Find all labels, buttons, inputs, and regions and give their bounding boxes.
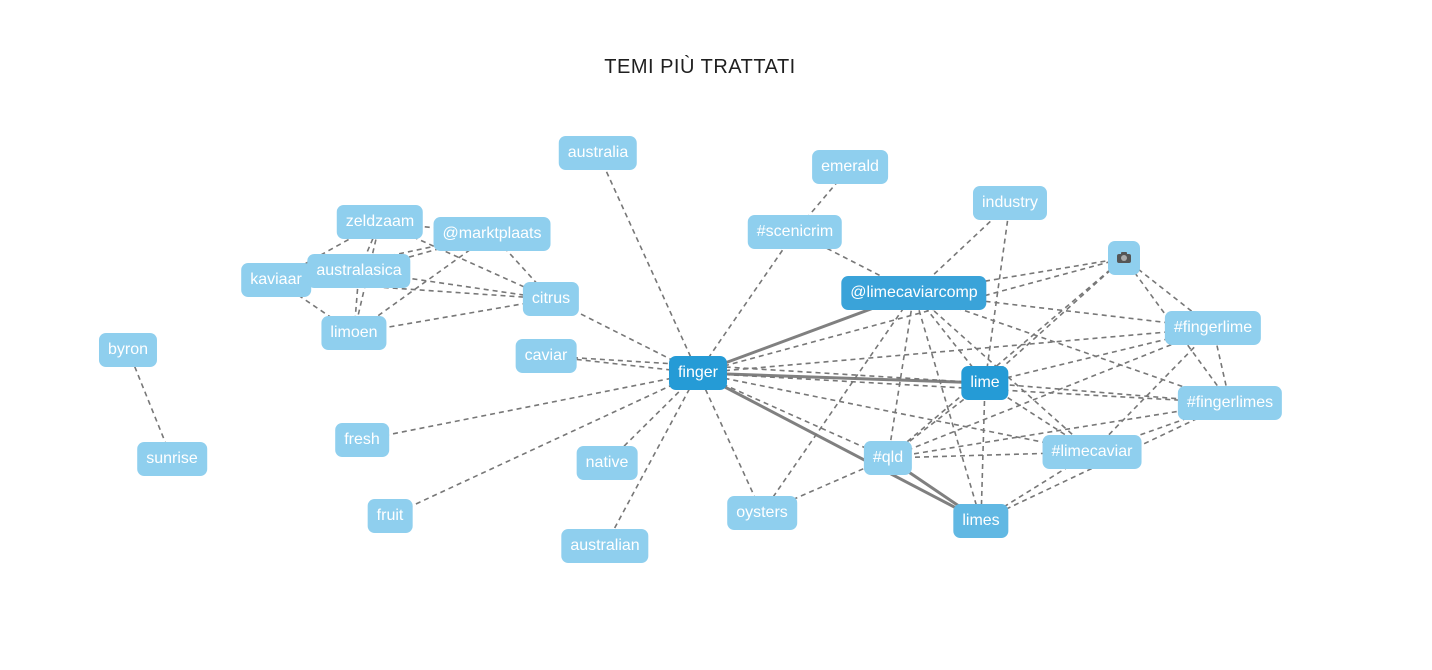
- node-emerald[interactable]: emerald: [812, 150, 888, 184]
- edge-finger-lime: [697, 371, 986, 385]
- node-byron[interactable]: byron: [98, 333, 158, 367]
- node-citrus[interactable]: citrus: [522, 282, 580, 316]
- node-lime[interactable]: lime: [961, 366, 1009, 400]
- node-australian[interactable]: australian: [561, 529, 649, 563]
- node-kaviaar[interactable]: kaviaar: [241, 263, 311, 297]
- node-label: lime: [970, 374, 1000, 391]
- edge-camera-lime: [984, 257, 1125, 384]
- node-label: #fingerlimes: [1186, 394, 1274, 411]
- node-label: byron: [107, 341, 149, 358]
- edge-fingerlimes-qld: [887, 402, 1231, 459]
- edge-industry-lime: [984, 202, 1011, 384]
- node-scenicrim[interactable]: #scenicrim: [747, 215, 843, 249]
- edge-caviar-lime: [545, 355, 986, 384]
- node-label: emerald: [821, 158, 879, 175]
- node-label: limes: [962, 512, 1000, 529]
- node-limecaviarcomp[interactable]: @limecaviarcomp: [841, 276, 987, 310]
- node-label: #qld: [872, 449, 904, 466]
- edge-limecaviarcomp-qld: [887, 292, 915, 459]
- node-finger[interactable]: finger: [668, 356, 728, 390]
- node-sunrise[interactable]: sunrise: [137, 442, 207, 476]
- node-fruit[interactable]: fruit: [367, 499, 413, 533]
- node-caviar[interactable]: caviar: [515, 339, 577, 373]
- node-label: fresh: [344, 431, 380, 448]
- node-label: oysters: [736, 504, 788, 521]
- node-label: @marktplaats: [442, 225, 542, 242]
- node-fingerlimes[interactable]: #fingerlimes: [1177, 386, 1283, 420]
- node-label: #fingerlime: [1173, 319, 1253, 336]
- edges-layer: [127, 152, 1231, 547]
- node-label: caviar: [524, 347, 568, 364]
- node-fingerlime[interactable]: #fingerlime: [1164, 311, 1262, 345]
- node-native[interactable]: native: [576, 446, 638, 480]
- edge-finger-scenicrim: [697, 231, 796, 374]
- node-label: fruit: [376, 507, 404, 524]
- node-label: australia: [567, 144, 629, 161]
- edge-finger-fresh: [361, 372, 699, 441]
- edge-camera-qld: [887, 257, 1125, 459]
- edge-finger-fingerlime: [697, 327, 1214, 374]
- node-label: finger: [677, 364, 719, 381]
- node-oysters[interactable]: oysters: [727, 496, 797, 530]
- edge-finger-australia: [597, 152, 699, 374]
- node-marktplaats[interactable]: @marktplaats: [433, 217, 551, 251]
- edge-limecaviarcomp-limes: [913, 292, 982, 522]
- node-label: @limecaviarcomp: [850, 284, 978, 301]
- edge-finger-australian: [604, 372, 699, 547]
- edge-byron-sunrise: [127, 349, 173, 460]
- edge-kaviaar-limoen: [275, 279, 355, 334]
- edge-lime-limes: [980, 382, 986, 522]
- edge-fingerlimes-limecaviar: [1091, 402, 1231, 453]
- edge-limoen-citrus: [353, 298, 552, 334]
- chart-title: TEMI PIÙ TRATTATI: [604, 56, 796, 78]
- node-label: limoen: [330, 324, 378, 341]
- node-camera[interactable]: [1108, 241, 1140, 275]
- edge-finger-oysters: [697, 372, 763, 514]
- edge-finger-qld: [697, 372, 889, 459]
- node-zeldzaam[interactable]: zeldzaam: [336, 205, 424, 239]
- edge-finger-limes: [697, 371, 982, 523]
- node-label: native: [585, 454, 629, 471]
- node-label: #limecaviar: [1051, 443, 1133, 460]
- node-label: sunrise: [146, 450, 198, 467]
- edge-finger-fingerlimes: [697, 372, 1231, 404]
- node-label: #scenicrim: [756, 223, 834, 240]
- node-australasica[interactable]: australasica: [307, 254, 411, 288]
- node-label: zeldzaam: [345, 213, 415, 230]
- edge-limecaviarcomp-fingerlimes: [913, 292, 1231, 404]
- node-limes[interactable]: limes: [953, 504, 1009, 538]
- node-industry[interactable]: industry: [972, 186, 1048, 220]
- edge-fingerlime-limecaviar: [1091, 327, 1214, 453]
- node-label: australian: [570, 537, 640, 554]
- node-limoen[interactable]: limoen: [321, 316, 387, 350]
- edge-qld-limecaviar: [887, 451, 1093, 459]
- node-label: australasica: [316, 262, 402, 279]
- node-australia[interactable]: australia: [558, 136, 638, 170]
- node-fresh[interactable]: fresh: [335, 423, 389, 457]
- node-label: kaviaar: [250, 271, 302, 288]
- node-limecaviar[interactable]: #limecaviar: [1042, 435, 1142, 469]
- edge-camera-fingerlimes: [1123, 257, 1231, 404]
- node-label: industry: [981, 194, 1039, 211]
- camera-icon: [1117, 252, 1131, 263]
- node-label: citrus: [531, 290, 571, 307]
- edge-finger-fruit: [389, 372, 699, 517]
- node-qld[interactable]: #qld: [863, 441, 913, 475]
- edge-fingerlime-qld: [887, 327, 1214, 459]
